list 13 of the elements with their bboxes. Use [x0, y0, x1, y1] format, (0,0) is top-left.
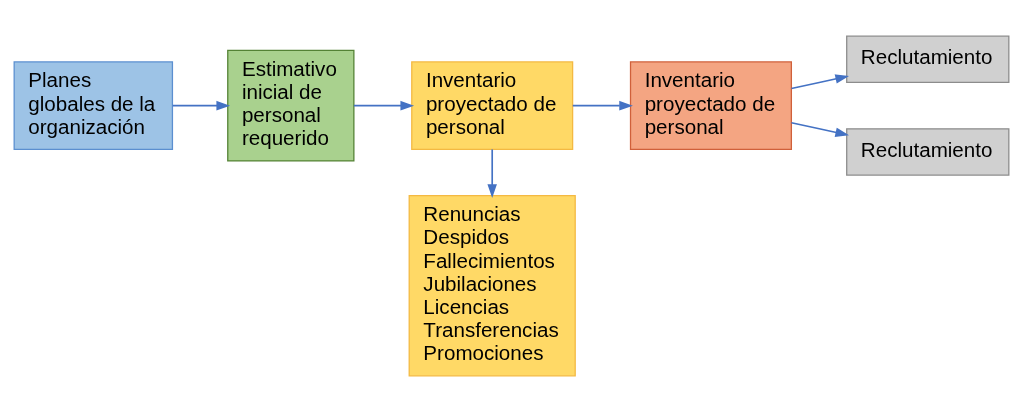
node-box: Estimativo inicial de personal requerido [227, 49, 355, 162]
node-box: Planes globales de la organización [13, 60, 174, 150]
node-box: Inventario proyectado de personal [629, 60, 792, 150]
arrow [571, 100, 633, 110]
node-box: Renuncias Despidos Fallecimientos Jubilaciones Licencias Transferencias Promociones [408, 194, 576, 376]
arrow [790, 121, 850, 137]
node-box: Reclutamiento [846, 35, 1010, 83]
arrow [353, 100, 415, 110]
node-box: Inventario proyectado de personal [411, 60, 574, 150]
arrow [171, 100, 231, 110]
arrow [790, 73, 850, 89]
arrow [487, 148, 497, 198]
node-box: Reclutamiento [846, 127, 1010, 176]
